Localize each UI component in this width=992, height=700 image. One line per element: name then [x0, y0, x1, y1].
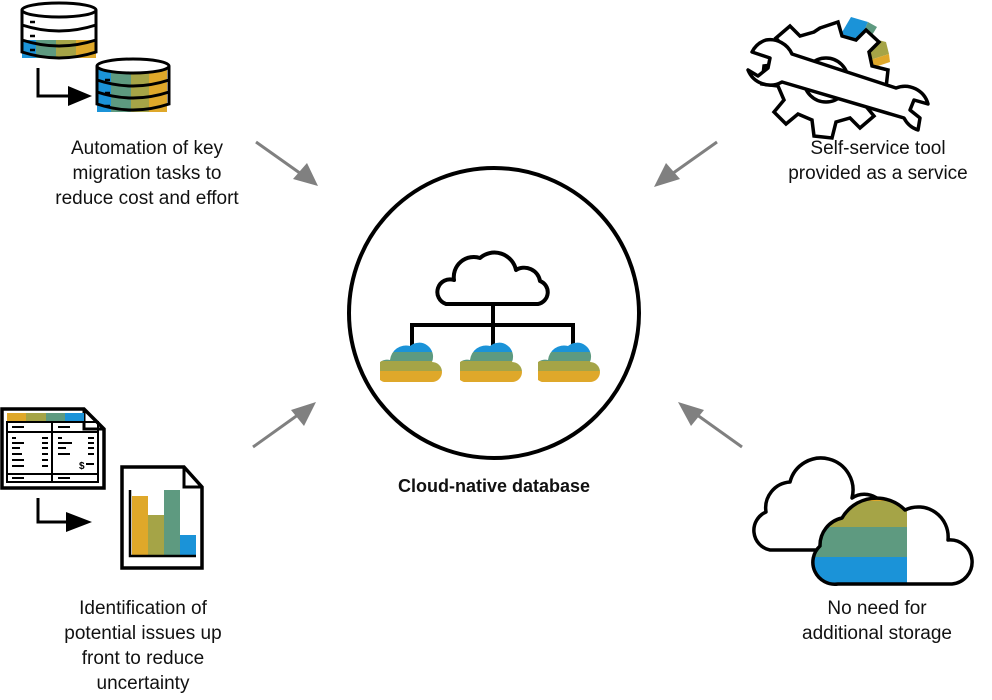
cloud-storage-icon: [752, 456, 974, 586]
chart-bar: [180, 535, 196, 555]
chart-bar: [164, 490, 180, 555]
arrows: [252, 140, 743, 449]
dollar-sign: $: [79, 461, 85, 472]
report-analysis-icon: $: [0, 407, 204, 570]
arrow-right-icon: [66, 512, 92, 532]
arrow-bottom-right: [678, 402, 743, 449]
parent-cloud-icon: [435, 250, 550, 306]
center-node: [347, 166, 641, 460]
child-cloud-icon: [380, 342, 442, 382]
target-database-icon: [95, 57, 171, 112]
center-label: Cloud-native database: [397, 476, 591, 496]
arrow-top-right: [654, 140, 718, 187]
arrow-bottom-left: [252, 402, 316, 449]
chart-document-icon: [120, 465, 204, 570]
benefit-label-storage: No need for additional storage: [802, 598, 952, 644]
benefit-label-identification: Identification of potential issues up fr…: [64, 598, 222, 694]
cloud-network-icon: [380, 250, 600, 382]
benefit-label-automation: Automation of key migration tasks to red…: [55, 138, 239, 209]
spreadsheet-document-icon: $: [0, 407, 106, 490]
wrench-gear-icon: [746, 17, 930, 140]
front-cloud-icon: [811, 496, 974, 586]
source-database-icon: [20, 1, 98, 60]
wrench-icon: [746, 37, 930, 132]
arrow-right-icon: [68, 86, 92, 106]
benefit-label-self-service: Self-service tool provided as a service: [788, 138, 968, 184]
arrow-top-left: [255, 140, 318, 186]
tree-connector: [410, 304, 575, 346]
child-cloud-icon: [460, 342, 522, 382]
child-cloud-icon: [538, 342, 600, 382]
center-circle: [347, 166, 641, 460]
database-migration-icon: [20, 1, 171, 112]
chart-bar: [148, 515, 164, 555]
chart-bar: [132, 496, 148, 555]
